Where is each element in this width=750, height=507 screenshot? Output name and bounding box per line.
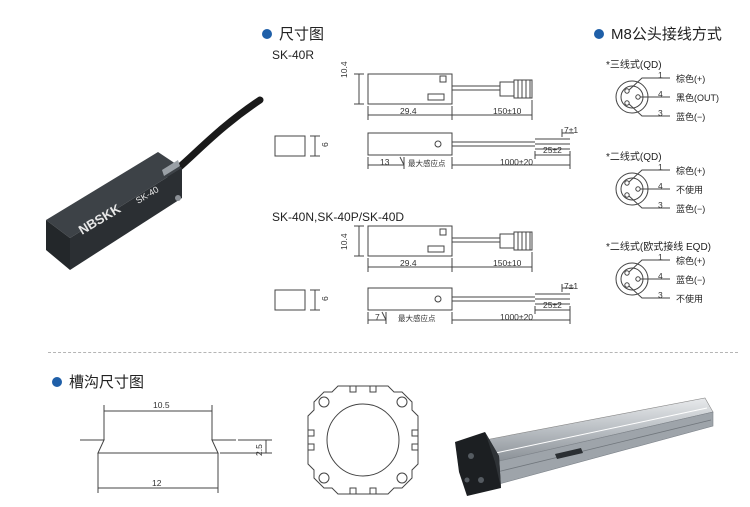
pin-num-3-3: 3 — [658, 290, 663, 300]
drawing-r-m8 — [354, 73, 533, 120]
bullet-dot-icon — [262, 28, 272, 39]
pin-num-3-1: 1 — [658, 252, 663, 262]
dim-lead-npd: 7±1 — [564, 281, 579, 291]
dimensions-title: 尺寸图 — [279, 26, 325, 43]
groove-dim-depth: 2.5 — [254, 444, 264, 456]
wiring-title-1: *三线式(QD) — [606, 60, 662, 71]
pin-num-2-1: 1 — [658, 162, 663, 172]
sense-point-label-npd: 最大感应点 — [398, 314, 436, 323]
model-label-npd: SK-40N,SK-40P/SK-40D — [272, 210, 405, 224]
dimensions-header: 尺寸图 — [262, 23, 324, 44]
m8-title: M8公头接线方式 — [611, 26, 722, 43]
pin-label-1-3: 蓝色(−) — [676, 112, 706, 122]
pin-num-1-3: 3 — [658, 108, 663, 118]
dim-cable-m8-r: 150±10 — [493, 106, 522, 116]
pin-label-1-1: 棕色(+) — [676, 74, 706, 84]
m8-connector-icon — [615, 259, 670, 299]
m8-header: M8公头接线方式 — [594, 23, 722, 44]
drawing-npd-flying — [367, 284, 574, 324]
pin-label-2-2: 不使用 — [676, 185, 704, 195]
m8-connector-icon — [615, 169, 670, 209]
drawing-r-flying — [367, 129, 574, 169]
bullet-dot-icon — [52, 376, 62, 387]
dim-width-r: 6 — [320, 142, 330, 147]
groove-drawing — [80, 405, 272, 493]
pin-label-3-1: 棕色(+) — [676, 256, 706, 266]
dim-height-r: 10.4 — [339, 61, 349, 78]
dim-cable-flying-npd: 1000±20 — [500, 312, 534, 322]
cylinder-product-photo — [455, 397, 714, 496]
groove-dim-top: 10.5 — [153, 400, 170, 410]
sense-point-label-r: 最大感应点 — [408, 159, 446, 168]
wiring-panel: *三线式(QD) 1 4 3 棕色(+) 黑色(OUT) 蓝色(−) *二线式(… — [606, 56, 746, 326]
dim-sense-r: 13 — [380, 157, 390, 167]
pin-label-2-1: 棕色(+) — [676, 166, 706, 176]
sensor-product-photo: NBSKK SK-40 — [46, 96, 264, 270]
drawing-npd-m8 — [354, 225, 533, 272]
dim-lead-r: 7±1 — [564, 125, 579, 135]
pin-label-3-3: 不使用 — [676, 294, 704, 304]
dim-cable-m8-npd: 150±10 — [493, 258, 522, 268]
pin-num-1-2: 4 — [658, 89, 663, 99]
pin-num-3-2: 4 — [658, 271, 663, 281]
groove-dim-bottom: 12 — [152, 478, 162, 488]
pin-label-1-2: 黑色(OUT) — [676, 93, 719, 103]
dim-height-npd: 10.4 — [339, 233, 349, 250]
wiring-title-2: *二线式(QD) — [606, 152, 662, 163]
bullet-dot-icon — [594, 28, 604, 39]
section-divider — [48, 352, 738, 353]
dim-width-npd: 6 — [320, 296, 330, 301]
model-label-r: SK-40R — [272, 48, 315, 62]
pin-num-2-2: 4 — [658, 181, 663, 191]
wiring-title-3: *二线式(欧式接线 EQD) — [606, 242, 711, 253]
dim-strip-r: 25±2 — [543, 145, 562, 155]
dim-length-npd: 29.4 — [400, 258, 417, 268]
cylinder-profile-icon — [307, 385, 419, 495]
m8-connector-icon — [615, 77, 670, 117]
end-view-npd — [274, 289, 320, 311]
groove-header: 槽沟尺寸图 — [52, 371, 144, 392]
dim-length-r: 29.4 — [400, 106, 417, 116]
pin-num-2-3: 3 — [658, 200, 663, 210]
dim-sense-npd: 7 — [375, 312, 380, 322]
pin-num-1-1: 1 — [658, 70, 663, 80]
pin-label-3-2: 蓝色(−) — [676, 275, 706, 285]
dim-strip-npd: 25±2 — [543, 300, 562, 310]
pin-label-2-3: 蓝色(−) — [676, 204, 706, 214]
groove-title: 槽沟尺寸图 — [69, 374, 145, 391]
end-view-r — [274, 135, 320, 157]
dim-cable-flying-r: 1000±20 — [500, 157, 534, 167]
